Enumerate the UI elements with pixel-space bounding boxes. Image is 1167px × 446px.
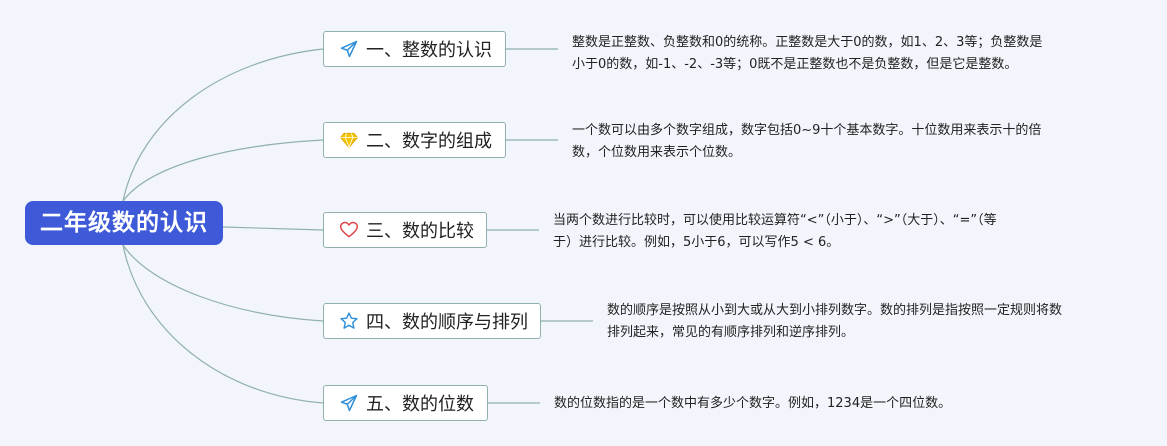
description-line: 数，个位数用来表示个位数。 [572,145,742,160]
description-line: 数的位数指的是一个数中有多少个数字。例如，1234是一个四位数。 [554,396,952,411]
branch-description-integers: 整数是正整数、负整数和0的统称。正整数是大于0的数，如1、2、3等；负整数是 小… [572,32,1042,76]
description-line: 当两个数进行比较时，可以使用比较运算符“<”（小于）、“>”（大于）、“=”（等 [553,213,997,228]
description-line: 一个数可以由多个数字组成，数字包括0~9十个基本数字。十位数用来表示十的倍 [572,123,1042,138]
branch-description-digit-composition: 一个数可以由多个数字组成，数字包括0~9十个基本数字。十位数用来表示十的倍 数，… [572,120,1041,164]
branch-description-digit-count: 数的位数指的是一个数中有多少个数字。例如，1234是一个四位数。 [554,393,951,415]
description-line: 小于0的数，如-1、-2、-3等；0既不是正整数也不是负整数，但是它是整数。 [572,57,1018,72]
description-line: 数的顺序是按照从小到大或从大到小排列数字。数的排列是指按照一定规则将数 [607,303,1063,318]
branch-topic-order-arrangement[interactable]: 四、数的顺序与排列 [323,303,541,339]
connector-root-branch-5 [122,244,324,404]
description-line: 排列起来，常见的有顺序排列和逆序排列。 [607,325,855,340]
branch-label: 二、数字的组成 [366,131,492,152]
description-line: 整数是正整数、负整数和0的统称。正整数是大于0的数，如1、2、3等；负整数是 [572,35,1043,50]
branch-label: 五、数的位数 [366,394,474,415]
connector-root-branch-3 [222,226,324,231]
branch-description-order-arrangement: 数的顺序是按照从小到大或从大到小排列数字。数的排列是指按照一定规则将数 排列起来… [607,300,1062,344]
paper-plane-icon [338,38,360,60]
branch-label: 三、数的比较 [366,221,474,242]
branch-topic-integers[interactable]: 一、整数的认识 [323,31,506,67]
connector-root-branch-2 [122,139,324,202]
heart-icon [338,219,360,241]
branch-description-comparison: 当两个数进行比较时，可以使用比较运算符“<”（小于）、“>”（大于）、“=”（等… [553,210,997,254]
star-icon [338,310,360,332]
connector-root-branch-4 [122,244,324,322]
root-topic[interactable]: 二年级数的认识 [25,201,223,245]
branch-label: 一、整数的认识 [366,40,492,61]
paper-plane-icon [338,392,360,414]
diamond-icon [338,129,360,151]
description-line: 于）进行比较。例如，5小于6，可以写作5 < 6。 [553,235,840,250]
connector-root-branch-1 [122,48,324,202]
branch-topic-digit-composition[interactable]: 二、数字的组成 [323,122,506,158]
branch-topic-comparison[interactable]: 三、数的比较 [323,212,487,248]
branch-topic-digit-count[interactable]: 五、数的位数 [323,385,488,421]
branch-label: 四、数的顺序与排列 [366,312,528,333]
